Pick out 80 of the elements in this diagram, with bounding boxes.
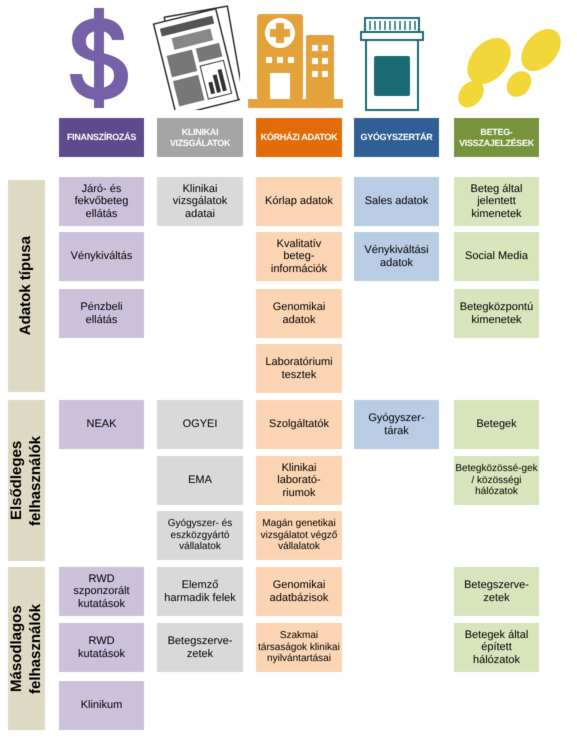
cell-text: Magán genetikai vizsgálatot végző vállalatok [260, 518, 338, 553]
cell-text: NEAK [86, 418, 116, 431]
header-box [157, 118, 243, 157]
cell-text: Laboratóriumi tesztek [264, 356, 334, 382]
cell-text: Gyógyszer-tárak [367, 412, 426, 438]
row-group-label: Másodlagos felhasználók [8, 603, 44, 694]
category-box [157, 177, 243, 226]
cell-text: EMA [188, 474, 212, 487]
cell-text: OGYEI [182, 418, 218, 431]
cell-text: Betegek által épített hálózatok [464, 628, 530, 666]
cell-text: Klinikum [80, 699, 122, 712]
cell-text: Genomikai adatok [272, 300, 326, 326]
cell-text: Betegszerve-zetek [463, 578, 530, 604]
category-box [157, 567, 243, 616]
cell-text: Social Media [465, 250, 528, 263]
cell-text: Kórlap adatok [265, 195, 333, 208]
category-box [59, 567, 144, 616]
cell-text: Betegközpontú kimenetek [459, 300, 534, 326]
cell-text: Járó- és fekvőbeteg ellátás [74, 182, 130, 220]
category-box [454, 400, 539, 449]
cell-text: Kvalitatív beteg-információk [270, 238, 328, 276]
cell-text: Vénykiváltási adatok [363, 244, 430, 270]
row-group-band [8, 180, 45, 392]
category-box [354, 177, 439, 226]
cell-text: Genomikai adatbázisok [268, 578, 330, 604]
cell-text: Elemző harmadik felek [163, 578, 237, 604]
category-box [256, 177, 342, 226]
category-box [256, 456, 342, 505]
category-box [454, 232, 539, 281]
header-box [59, 118, 144, 157]
category-box [59, 623, 144, 672]
header-box [256, 118, 342, 157]
column-heading: BETEG-VISSZAJELZÉSEK [458, 127, 535, 148]
column-heading: KLINIKAI VIZSGÁLATOK [168, 127, 232, 148]
category-box [59, 400, 144, 449]
cell-text: RWD kutatások [76, 634, 126, 660]
cell-text: Szolgáltatók [269, 418, 329, 431]
category-box [59, 681, 144, 730]
category-box [59, 232, 144, 281]
category-box [256, 344, 342, 393]
category-box [354, 400, 439, 449]
cell-text: Sales adatok [364, 195, 428, 208]
column-heading: GYÓGYSZERTÁR [360, 132, 432, 143]
cell-text: Szakmai társaságok klinikai nyilvántartásai [257, 630, 341, 665]
category-box [256, 232, 342, 281]
header-box [354, 118, 439, 157]
cell-text: Gyógyszer- és eszközgyártó vállalatok [166, 518, 234, 553]
cell-text: Betegszerve-zetek [166, 634, 234, 660]
category-box [256, 400, 342, 449]
category-box [59, 177, 144, 226]
column-heading: FINANSZÍROZÁS [66, 132, 136, 143]
category-box [454, 289, 539, 338]
category-box [157, 511, 243, 560]
cell-text: Beteg által jelentett kimenetek [470, 182, 524, 220]
row-group-label: Elsődleges felhasználók [8, 435, 44, 526]
category-box [454, 177, 539, 226]
category-box [454, 567, 539, 616]
row-group-band [8, 400, 45, 561]
category-box [354, 232, 439, 281]
column-heading: KÓRHÁZI ADATOK [260, 132, 338, 143]
cell-text: Klinikai vizsgálatok adatai [172, 182, 228, 220]
category-box [256, 511, 342, 560]
category-box [256, 623, 342, 672]
category-box [157, 400, 243, 449]
category-box [157, 456, 243, 505]
category-box [454, 623, 539, 672]
cell-text: Betegközössé-gek / közösségi hálózatok [455, 463, 538, 498]
category-box [256, 289, 342, 338]
cell-text: Klinikai laborató-riumok [276, 462, 322, 500]
header-box [454, 118, 539, 157]
cell-text: Vénykiváltás [70, 250, 132, 263]
cell-text: Betegek [476, 418, 517, 431]
category-box [454, 456, 539, 505]
cell-text: RWD szponzorált kutatások [72, 572, 131, 610]
category-box [157, 623, 243, 672]
category-box [256, 567, 342, 616]
row-group-band [8, 567, 45, 730]
cell-text: Pénzbeli ellátás [79, 300, 124, 326]
category-box [59, 289, 144, 338]
row-group-label: Adatok típusa [17, 236, 34, 336]
